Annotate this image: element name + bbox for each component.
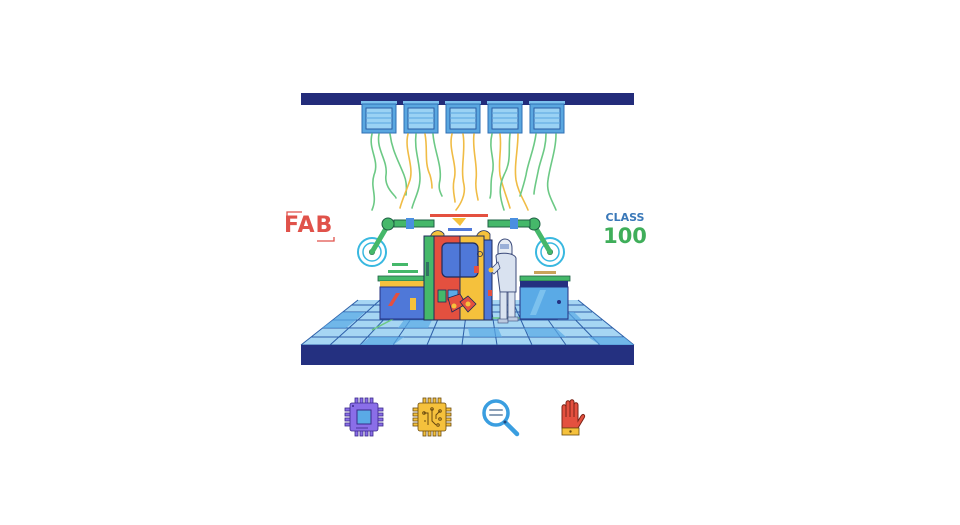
cpu-chip-icon (342, 395, 386, 439)
inspect-magnifier-icon (478, 395, 522, 439)
class-label: CLASS (605, 211, 645, 224)
floor-base (301, 345, 634, 365)
stop-hand-icon (548, 395, 592, 439)
technician (488, 238, 519, 324)
fab-machine (423, 214, 493, 321)
class-number-label: 100 (603, 224, 647, 248)
ceiling-filters (361, 101, 565, 134)
airflow-lines (370, 133, 557, 211)
left-workbench (377, 263, 427, 320)
fab-label: FAB (284, 213, 334, 238)
circuit-chip-icon (410, 395, 454, 439)
right-robot-arm (487, 217, 565, 267)
right-workbench (519, 271, 571, 320)
fab-label-frame (286, 211, 335, 242)
left-robot-arm (357, 217, 435, 267)
